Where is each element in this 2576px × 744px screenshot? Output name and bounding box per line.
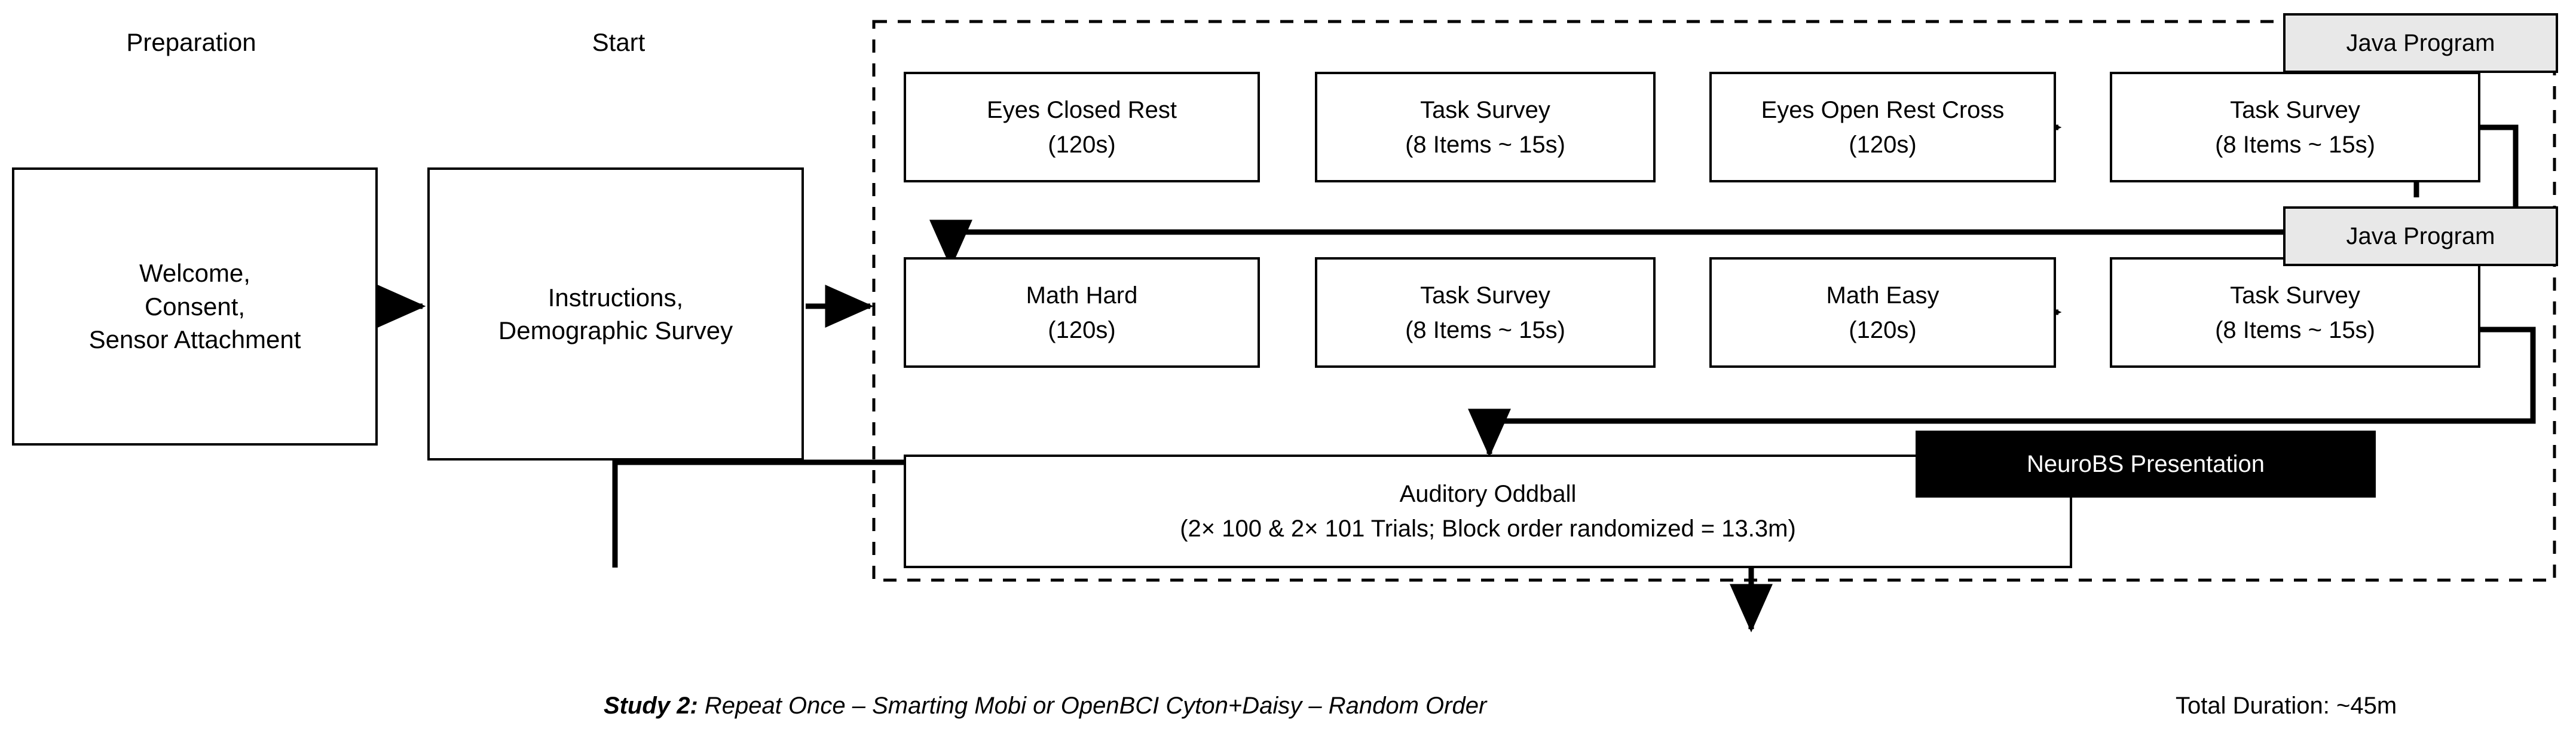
- task-duration: (120s): [1849, 131, 1917, 158]
- task-title: Math Hard: [1026, 282, 1138, 309]
- phase-label-preparation: Preparation: [126, 28, 256, 56]
- task-box-math-hard[interactable]: Math Hard (120s): [904, 257, 1260, 368]
- task-box-math-easy[interactable]: Math Easy (120s): [1709, 257, 2056, 368]
- task-box-eyes-closed-rest[interactable]: Eyes Closed Rest (120s): [904, 72, 1260, 182]
- prep-line-3: Sensor Attachment: [88, 325, 301, 354]
- task-title: Task Survey: [2230, 282, 2360, 309]
- annotation-java-program-middle[interactable]: Java Program: [2283, 206, 2558, 266]
- task-duration: (120s): [1849, 316, 1917, 343]
- task-duration: (120s): [1048, 316, 1116, 343]
- task-duration: (8 Items ~ 15s): [2215, 316, 2375, 343]
- task-title: Math Easy: [1826, 282, 1939, 309]
- task-box-auditory-oddball[interactable]: Auditory Oddball (2× 100 & 2× 101 Trials…: [904, 455, 2072, 568]
- footer-study-text: Repeat Once – Smarting Mobi or OpenBCI C…: [697, 693, 1487, 719]
- annotation-java-program-top[interactable]: Java Program: [2283, 13, 2558, 73]
- task-box-task-survey-3[interactable]: Task Survey (8 Items ~ 15s): [1315, 257, 1656, 368]
- prep-line-2: Consent,: [144, 292, 246, 321]
- task-detail: (2× 100 & 2× 101 Trials; Block order ran…: [1180, 516, 1796, 542]
- phase-box-start[interactable]: Instructions, Demographic Survey: [427, 167, 804, 461]
- task-title: Task Survey: [2230, 96, 2360, 123]
- task-box-task-survey-2[interactable]: Task Survey (8 Items ~ 15s): [2110, 72, 2480, 182]
- start-line-2: Demographic Survey: [498, 316, 733, 344]
- task-duration: (8 Items ~ 15s): [1405, 316, 1565, 343]
- footer-study-prefix: Study 2:: [604, 693, 698, 719]
- task-title: Eyes Closed Rest: [987, 96, 1177, 123]
- phase-box-preparation[interactable]: Welcome, Consent, Sensor Attachment: [12, 167, 378, 446]
- task-title: Task Survey: [1420, 96, 1550, 123]
- task-duration: (120s): [1048, 131, 1116, 158]
- task-title: Task Survey: [1420, 282, 1550, 309]
- task-box-task-survey-1[interactable]: Task Survey (8 Items ~ 15s): [1315, 72, 1656, 182]
- task-duration: (8 Items ~ 15s): [2215, 131, 2375, 158]
- phase-label-start: Start: [592, 28, 645, 56]
- task-duration: (8 Items ~ 15s): [1405, 131, 1565, 158]
- prep-line-1: Welcome,: [139, 259, 250, 288]
- footer-study-caption: Study 2: Repeat Once – Smarting Mobi or …: [604, 694, 1486, 718]
- footer-total-duration: Total Duration: ~45m: [2176, 693, 2397, 719]
- task-box-task-survey-4[interactable]: Task Survey (8 Items ~ 15s): [2110, 257, 2480, 368]
- annotation-neurobs-presentation[interactable]: NeuroBS Presentation: [1916, 431, 2376, 498]
- start-line-1: Instructions,: [547, 283, 684, 312]
- task-box-eyes-open-rest-cross[interactable]: Eyes Open Rest Cross (120s): [1709, 72, 2056, 182]
- task-title: Eyes Open Rest Cross: [1761, 96, 2005, 123]
- task-title: Auditory Oddball: [1399, 481, 1577, 507]
